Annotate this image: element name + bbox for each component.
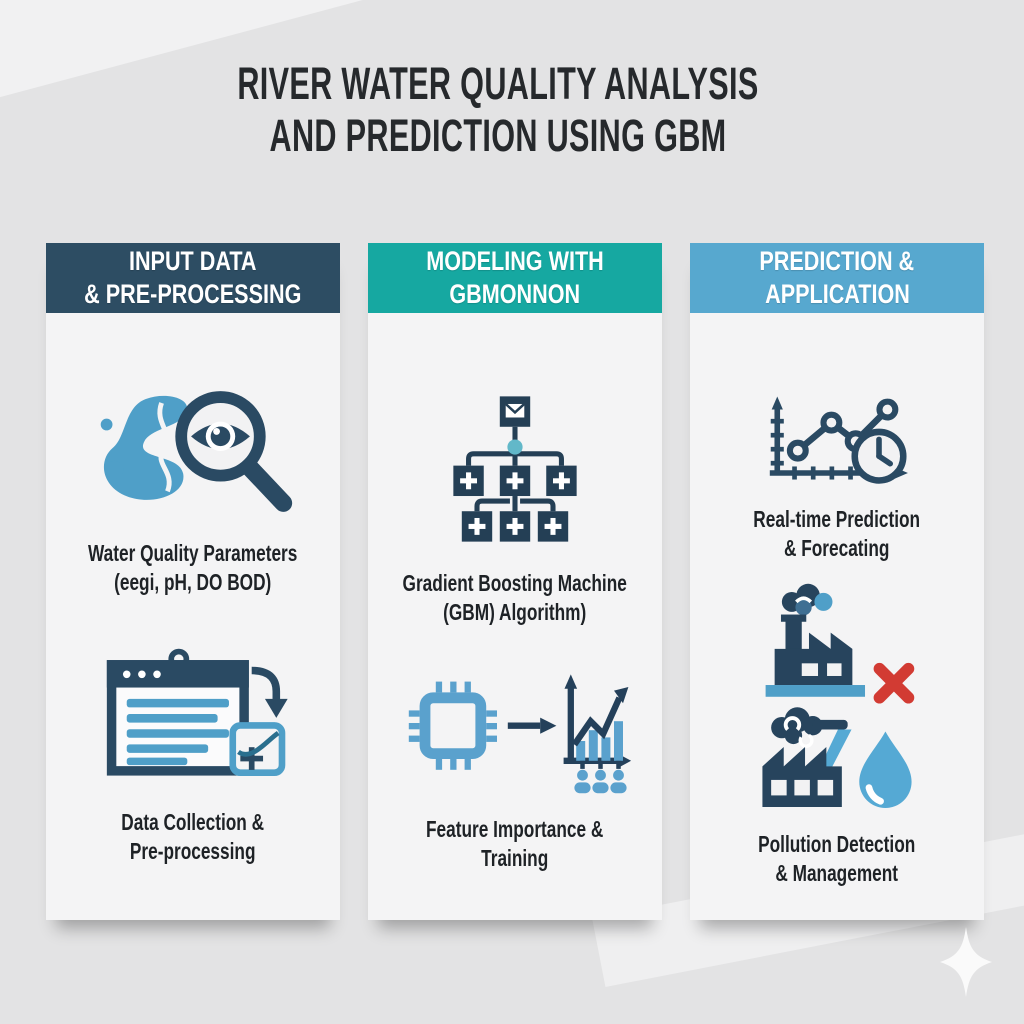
factory-pollution-x-icon xyxy=(765,583,915,704)
page-title-line1: RIVER WATER QUALITY ANALYSIS xyxy=(237,58,759,109)
chip-to-chart-icon xyxy=(408,674,632,794)
caption-line: Feature Importance & xyxy=(426,816,604,843)
caption-line: & Management xyxy=(775,859,899,886)
realtime-chart-clock-icon xyxy=(769,396,908,484)
page-title: RIVER WATER QUALITY ANALYSIS AND PREDICT… xyxy=(0,58,1010,162)
decision-tree-icon xyxy=(453,396,577,542)
caption-line: Pollution Detection xyxy=(758,831,916,858)
column-prediction: PREDICTION & APPLICATION R xyxy=(690,243,984,920)
column-prediction-header: PREDICTION & APPLICATION xyxy=(690,243,984,313)
header-line: & PRE-PROCESSING xyxy=(84,279,302,309)
sparkle-icon xyxy=(940,927,992,997)
caption-water-quality: Water Quality Parameters (eegi, pH, DO B… xyxy=(31,539,354,596)
column-input-data: INPUT DATA & PRE-PROCESSING Water Qualit… xyxy=(46,243,340,920)
water-quality-magnifier-icon xyxy=(100,391,293,512)
caption-gbm-algorithm: Gradient Boosting Machine (GBM) Algorith… xyxy=(353,569,676,626)
header-line: MODELING WITH xyxy=(426,246,604,277)
caption-data-collection: Data Collection & Pre-processing xyxy=(31,808,354,865)
caption-line: Gradient Boosting Machine xyxy=(402,570,628,596)
caption-line: & Forecating xyxy=(784,534,890,561)
caption-realtime-prediction: Real-time Prediction & Forecating xyxy=(675,505,998,562)
column-modeling: MODELING WITH GBMONNON xyxy=(368,243,662,920)
header-line: APPLICATION xyxy=(764,279,910,309)
column-input-data-header: INPUT DATA & PRE-PROCESSING xyxy=(46,243,340,313)
caption-feature-importance: Feature Importance & Training xyxy=(353,815,676,872)
header-line: GBMONNON xyxy=(449,279,581,309)
caption-pollution-detection: Pollution Detection & Management xyxy=(675,830,998,887)
header-line: INPUT DATA xyxy=(129,246,257,277)
caption-line: Water Quality Parameters xyxy=(88,540,298,566)
data-collection-document-icon xyxy=(106,648,288,777)
caption-line: Training xyxy=(481,844,549,871)
caption-line: Real-time Prediction xyxy=(753,506,921,532)
caption-line: (eegi, pH, DO BOD) xyxy=(114,568,272,595)
page-title-line2: AND PREDICTION USING GBM xyxy=(269,110,727,162)
caption-line: (GBM) Algorithm) xyxy=(443,598,587,625)
header-line: PREDICTION & xyxy=(759,246,915,277)
factory-water-drop-icon xyxy=(762,707,912,809)
caption-line: Pre-processing xyxy=(130,837,256,864)
column-modeling-header: MODELING WITH GBMONNON xyxy=(368,243,662,313)
caption-line: Data Collection & xyxy=(121,809,265,836)
